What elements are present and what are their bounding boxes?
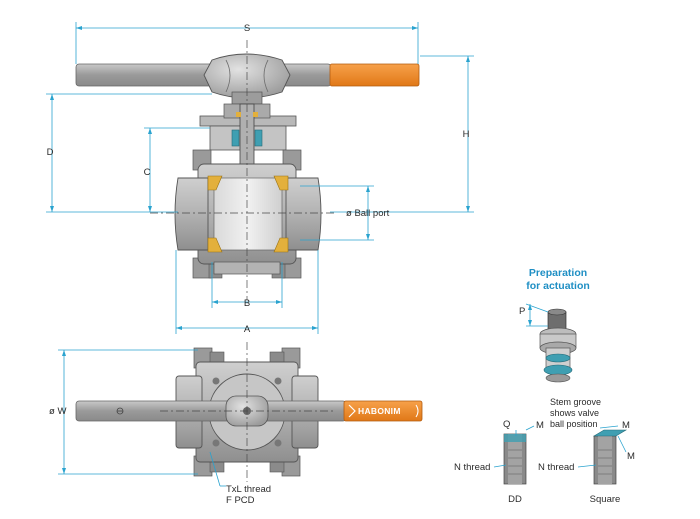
dim-m-dd-label: M	[536, 420, 544, 431]
dd-label: DD	[508, 494, 522, 505]
top-view: HABONIM	[75, 342, 423, 482]
end-cap-right	[285, 177, 322, 251]
dim-d-label: D	[47, 147, 54, 158]
dim-w-label: ø W	[49, 406, 66, 417]
pcd-label: F PCD	[226, 495, 255, 506]
dim-m-sq-label-2: M	[627, 451, 635, 462]
handle-grip-orange	[329, 63, 420, 87]
thread-label: TxL thread	[226, 484, 271, 495]
actuation-prep: Preparation for actuation P Stem groove …	[454, 267, 635, 505]
stem-assembly	[539, 308, 577, 383]
ball	[213, 177, 283, 251]
top-dimensions: ø W TxL thread F PCD	[49, 349, 271, 506]
handle-grip-top	[343, 400, 423, 422]
stem-groove-line1: Stem groove	[550, 397, 601, 407]
front-view	[75, 40, 420, 300]
dim-s-label: S	[244, 23, 250, 34]
dim-q-label: Q	[503, 419, 510, 430]
square-stem	[592, 425, 628, 485]
stem-groove-line2: shows valve	[550, 408, 599, 418]
n-thread-sq-label: N thread	[538, 462, 574, 473]
dim-a-label: A	[244, 324, 251, 335]
ball-port-label: ø Ball port	[346, 208, 390, 219]
dim-p-label: P	[519, 306, 525, 317]
dd-stem	[503, 425, 535, 485]
end-cap-left	[174, 177, 209, 251]
dim-b-label: B	[244, 298, 250, 309]
n-thread-dd-label: N thread	[454, 462, 490, 473]
handle-bar	[75, 63, 332, 87]
prep-title-line1: Preparation	[529, 267, 587, 279]
habonim-logo: HABONIM	[358, 406, 401, 416]
front-dimensions: S H D C ø Ball port B	[46, 22, 474, 335]
prep-title-line2: for actuation	[526, 280, 590, 292]
stem-groove-line3: ball position	[550, 419, 598, 429]
dim-m-sq-label-1: M	[622, 420, 630, 431]
square-label: Square	[590, 494, 621, 505]
dim-c-label: C	[144, 167, 151, 178]
dim-h-label: H	[463, 129, 470, 140]
